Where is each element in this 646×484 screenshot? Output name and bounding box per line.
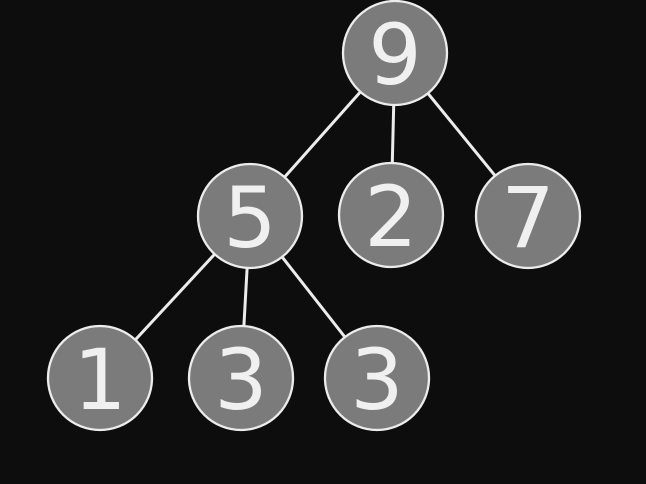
node-circle — [323, 324, 431, 432]
node-circle — [474, 162, 582, 270]
tree-node-level1-middle: 2 — [337, 161, 445, 269]
node-circle — [196, 162, 304, 270]
node-label: 9 — [368, 6, 421, 104]
node-label: 1 — [73, 331, 126, 429]
node-circle — [341, 0, 449, 107]
node-circle — [46, 324, 154, 432]
node-label: 3 — [214, 331, 267, 429]
node-label: 5 — [223, 169, 276, 267]
tree-node-root: 9 — [341, 0, 449, 107]
tree-node-level2-right: 3 — [323, 324, 431, 432]
node-label: 7 — [501, 169, 554, 267]
tree-edges — [98, 52, 530, 380]
node-circle — [337, 161, 445, 269]
node-label: 3 — [350, 331, 403, 429]
node-label: 2 — [364, 168, 417, 266]
tree-node-level2-left: 1 — [46, 324, 154, 432]
node-circle — [187, 324, 295, 432]
tree-node-level1-left: 5 — [196, 162, 304, 270]
tree-node-level2-middle: 3 — [187, 324, 295, 432]
tree-node-level1-right: 7 — [474, 162, 582, 270]
